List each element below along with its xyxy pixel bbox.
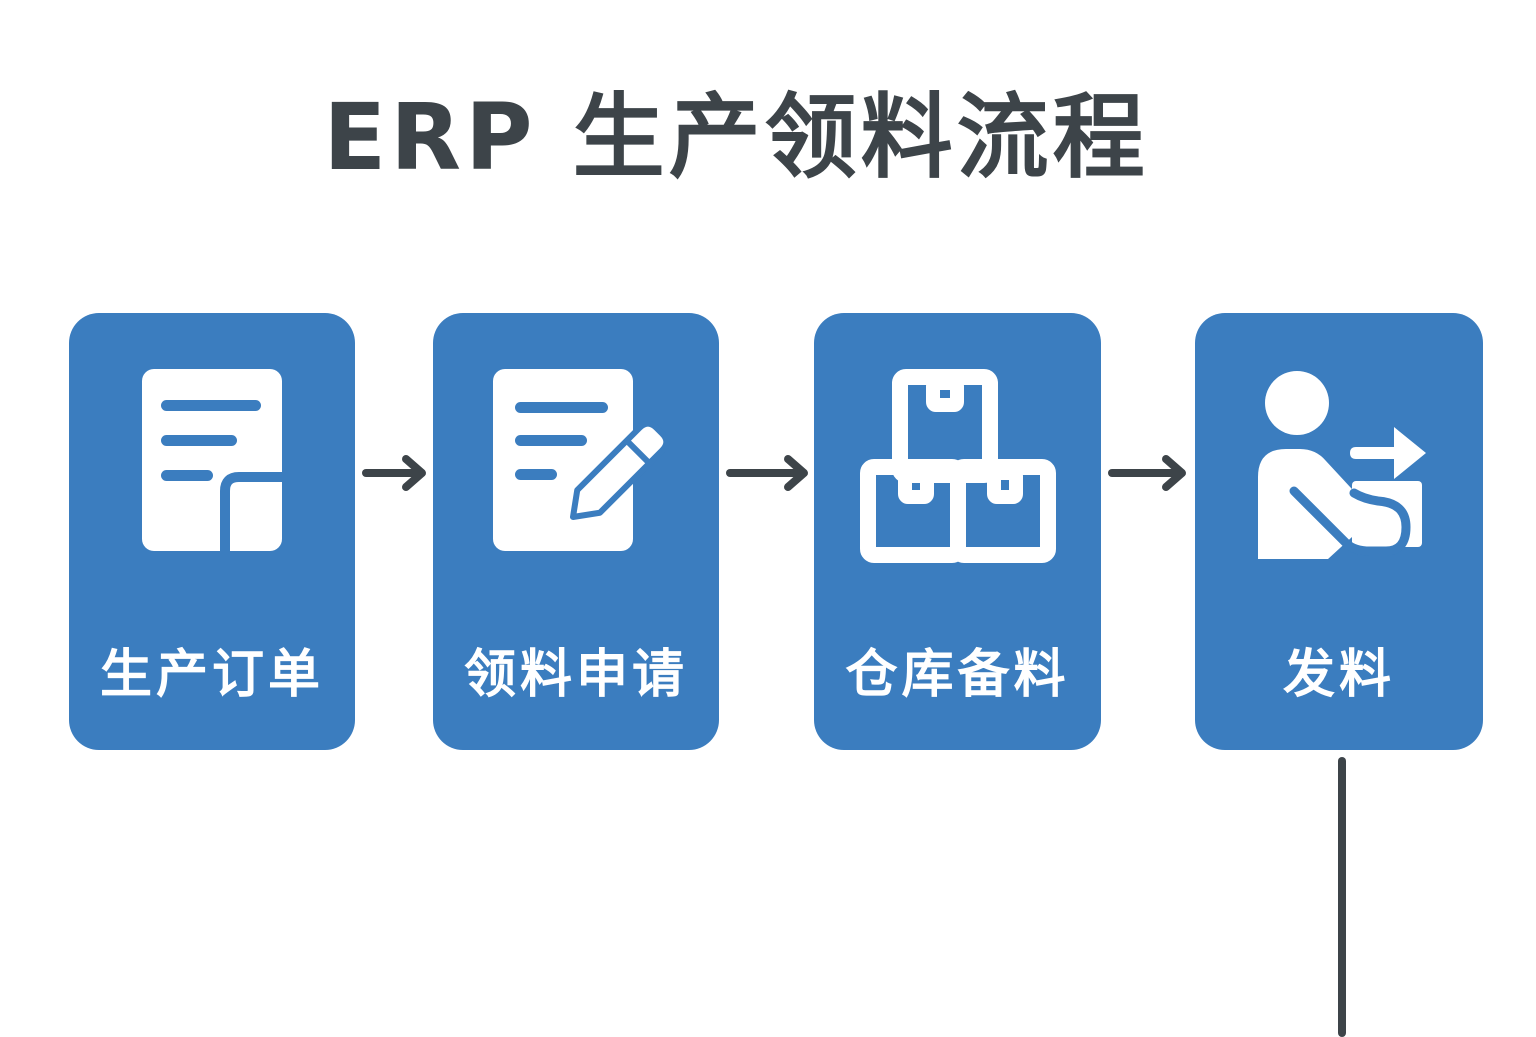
step-label: 领料申请 [463, 645, 688, 705]
step-label: 生产订单 [99, 645, 324, 705]
arrow-right-icon [1108, 455, 1186, 491]
connector-line-down [1338, 757, 1346, 1037]
step-card-warehouse-prep: 仓库备料 [814, 313, 1101, 750]
step-card-production-order: 生产订单 [69, 313, 355, 750]
document-edit-icon [493, 369, 670, 551]
step-card-material-request: 领料申请 [433, 313, 719, 750]
stacked-boxes-icon [859, 369, 1056, 563]
step-label: 发料 [1282, 645, 1395, 705]
person-handing-box-icon [1258, 371, 1426, 559]
step-card-material-issue: 发料 [1195, 313, 1483, 750]
step-label: 仓库备料 [845, 645, 1070, 705]
arrow-right-icon [726, 455, 808, 491]
arrow-right-icon [362, 455, 426, 491]
diagram-title: ERP 生产领料流程 [323, 84, 1149, 191]
document-icon [142, 369, 282, 551]
